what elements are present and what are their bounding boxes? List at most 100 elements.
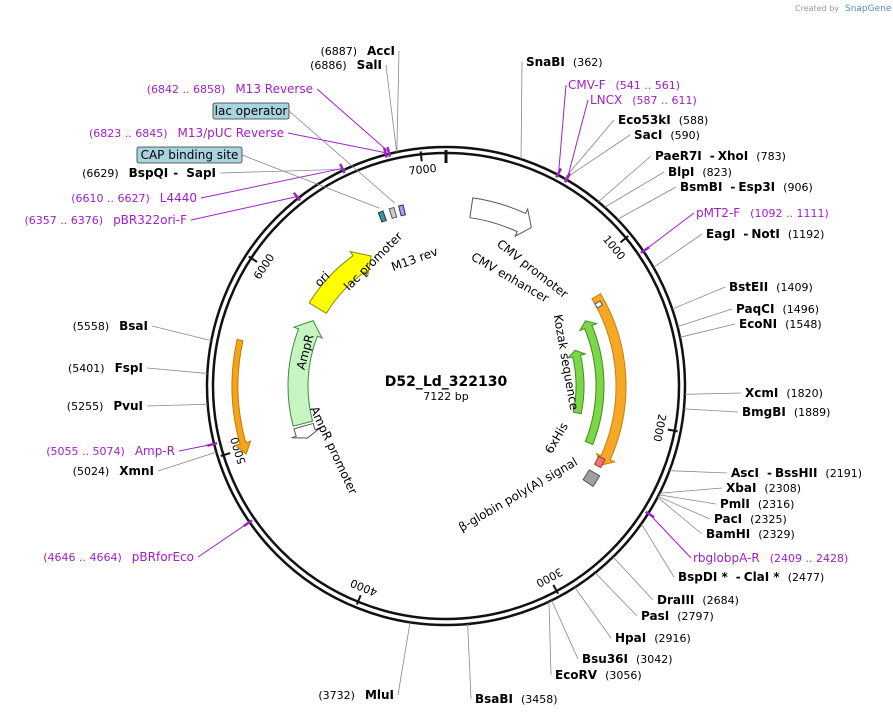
scale-tick-label: 4000 — [348, 576, 379, 599]
primer-pmt2-f[interactable]: pMT2-F(1092 .. 1111) — [640, 206, 829, 254]
enzyme-name-2: BssHII — [775, 466, 817, 480]
enzyme-site-ecorv[interactable]: EcoRV(3056) — [548, 601, 642, 682]
enzyme-position: (3732) — [318, 689, 355, 702]
enzyme-site-saci[interactable]: SacI(590) — [564, 128, 700, 179]
enzyme-name-2: NotI — [751, 227, 780, 241]
enzyme-name: XmnI — [119, 464, 154, 478]
enzyme-site-hpai[interactable]: HpaI(2916) — [574, 587, 691, 645]
backbone-outer — [205, 145, 687, 627]
enzyme-site-xcmi[interactable]: XcmI(1820) — [684, 386, 823, 400]
enzyme-leader-line — [657, 496, 703, 535]
enzyme-site-snabi[interactable]: SnaBI(362) — [520, 55, 603, 160]
enzyme-site-bamhi[interactable]: BamHI(2329) — [657, 496, 795, 541]
enzyme-position: (823) — [702, 166, 732, 179]
label-ampr-promoter: AmpR promoter — [307, 404, 360, 496]
enzyme-position: (1820) — [786, 387, 823, 400]
primer-pbr322ori-f[interactable]: pBR322ori-F (6357 .. 6376) — [25, 191, 301, 227]
enzyme-site-bsu36i[interactable]: Bsu36I(3042) — [551, 600, 673, 666]
enzyme-site-bspqi[interactable]: SapI-BspQI(6629) — [82, 166, 346, 180]
enzyme-leader-line — [548, 601, 552, 676]
enzyme-position: (1409) — [776, 281, 813, 294]
enzyme-name: BspQI — [129, 166, 169, 180]
enzyme-site-bmgbi[interactable]: BmgBI(1889) — [683, 405, 831, 419]
primer-name: LNCX — [590, 93, 622, 107]
enzyme-leader-line — [683, 408, 739, 413]
enzyme-site-bsteii[interactable]: BstEII(1409) — [672, 280, 813, 310]
box-label-cap-binding-site[interactable]: CAP binding site — [136, 146, 380, 209]
enzyme-site-blpi[interactable]: BlpI(823) — [604, 165, 732, 208]
primer-name: L4440 — [160, 191, 197, 205]
enzyme-site-econi[interactable]: EcoNI(1548) — [679, 317, 822, 338]
enzyme-leader-line — [146, 367, 208, 374]
primer-l4440[interactable]: L4440(6610 .. 6627) — [71, 163, 346, 205]
primer-leader-line — [200, 167, 343, 199]
enzyme-site-eco53ki[interactable]: Eco53kI(588) — [564, 113, 708, 179]
enzyme-position: (2329) — [758, 528, 795, 541]
enzyme-position: (2916) — [654, 632, 691, 645]
enzyme-position: (2684) — [702, 594, 739, 607]
enzyme-site-paer7i[interactable]: PaeR7I-XhoI(783) — [598, 149, 786, 203]
box-label-bg — [212, 102, 290, 120]
scale-tick-mark — [355, 594, 362, 605]
enzyme-leader-line — [396, 50, 400, 153]
enzyme-name: AccI — [367, 44, 395, 58]
enzyme-site-paci[interactable]: PacI(2325) — [657, 496, 787, 526]
enzyme-name: PmlI — [720, 497, 750, 511]
scale-tick-label: 3000 — [534, 565, 565, 590]
enzyme-name: Eco53kI — [618, 113, 671, 127]
enzyme-site-mlui[interactable]: MluI(3732) — [318, 622, 411, 702]
enzyme-separator: - — [710, 149, 715, 163]
primer-name: pBR322ori-F — [113, 213, 187, 227]
enzyme-name: Bsu36I — [582, 652, 628, 666]
primer-binding-mark — [243, 519, 253, 528]
enzyme-site-eagi[interactable]: EagI-NotI(1192) — [653, 227, 825, 268]
primer-m13-puc-reverse[interactable]: M13/pUC Reverse(6823 .. 6845) — [89, 126, 388, 158]
enzyme-site-bsmbi[interactable]: BsmBI-Esp3I(906) — [617, 180, 813, 220]
primer-amp-r[interactable]: Amp-R(5055 .. 5074) — [46, 441, 218, 458]
enzyme-site-acci[interactable]: AccI(6887) — [320, 44, 400, 153]
primer-name: Amp-R — [135, 444, 175, 458]
enzyme-leader-line — [640, 523, 675, 578]
primer-binding-mark — [386, 146, 392, 158]
enzyme-site-bspdi[interactable]: BspDI *-ClaI *(2477) — [640, 523, 824, 584]
enzyme-position: (2308) — [764, 482, 801, 495]
primer-binding-mark — [292, 191, 301, 202]
enzyme-site-sali[interactable]: SalI (6886) — [310, 58, 397, 153]
enzyme-name-2: ClaI * — [744, 570, 781, 584]
enzyme-site-pvui[interactable]: PvuI(5255) — [67, 399, 208, 413]
enzyme-leader-line — [684, 392, 742, 395]
primer-range: (587 .. 611) — [632, 94, 697, 107]
primer-name: M13/pUC Reverse — [178, 126, 285, 140]
primer-binding-mark — [644, 510, 655, 519]
enzyme-site-bsai[interactable]: BsaI(5558) — [73, 319, 212, 342]
enzyme-site-xmni[interactable]: XmnI(5024) — [73, 451, 217, 478]
enzyme-site-paqci[interactable]: PaqCI(1496) — [677, 302, 820, 328]
6xhis-mark — [593, 455, 606, 469]
scale-tick-label: 2000 — [650, 413, 668, 443]
primer-pbrforeco[interactable]: pBRforEco(4646 .. 4664) — [43, 519, 253, 564]
primer-lncx[interactable]: LNCX (587 .. 611) — [563, 93, 697, 183]
enzyme-name: XbaI — [726, 481, 756, 495]
primer-m13-reverse[interactable]: M13 Reverse(6842 .. 6858) — [147, 82, 392, 158]
primer-rbglobpa-r[interactable]: rbglobpA-R(2409 .. 2428) — [644, 510, 849, 565]
enzyme-site-fspi[interactable]: FspI(5401) — [68, 361, 208, 375]
primer-cmv-f[interactable]: CMV-F(541 .. 561) — [555, 78, 680, 178]
enzyme-site-draiii[interactable]: DraIII(2684) — [612, 556, 739, 607]
enzyme-site-bsabi[interactable]: BsaBI(3458) — [467, 623, 558, 706]
box-label-lac-operator[interactable]: lac operator — [212, 102, 395, 204]
enzyme-position: (362) — [573, 56, 603, 69]
ori-arrow — [308, 250, 372, 315]
primer-leader-line — [316, 88, 390, 153]
enzyme-leader-line — [612, 556, 654, 601]
enzyme-position: (6886) — [310, 59, 347, 72]
enzyme-leader-line — [658, 494, 717, 505]
enzyme-site-pasi[interactable]: PasI(2797) — [594, 572, 714, 623]
enzyme-site-xbai[interactable]: XbaI (2308) — [659, 481, 801, 495]
enzyme-position: (2316) — [758, 498, 795, 511]
enzyme-site-pmli[interactable]: PmlI (2316) — [658, 494, 795, 511]
enzyme-leader-line — [669, 470, 728, 474]
enzyme-name: SalI — [357, 58, 382, 72]
enzyme-site-asci[interactable]: AscI-BssHII(2191) — [669, 466, 862, 480]
box-label-bg — [136, 146, 243, 164]
primer-range: (6357 .. 6376) — [25, 214, 104, 227]
